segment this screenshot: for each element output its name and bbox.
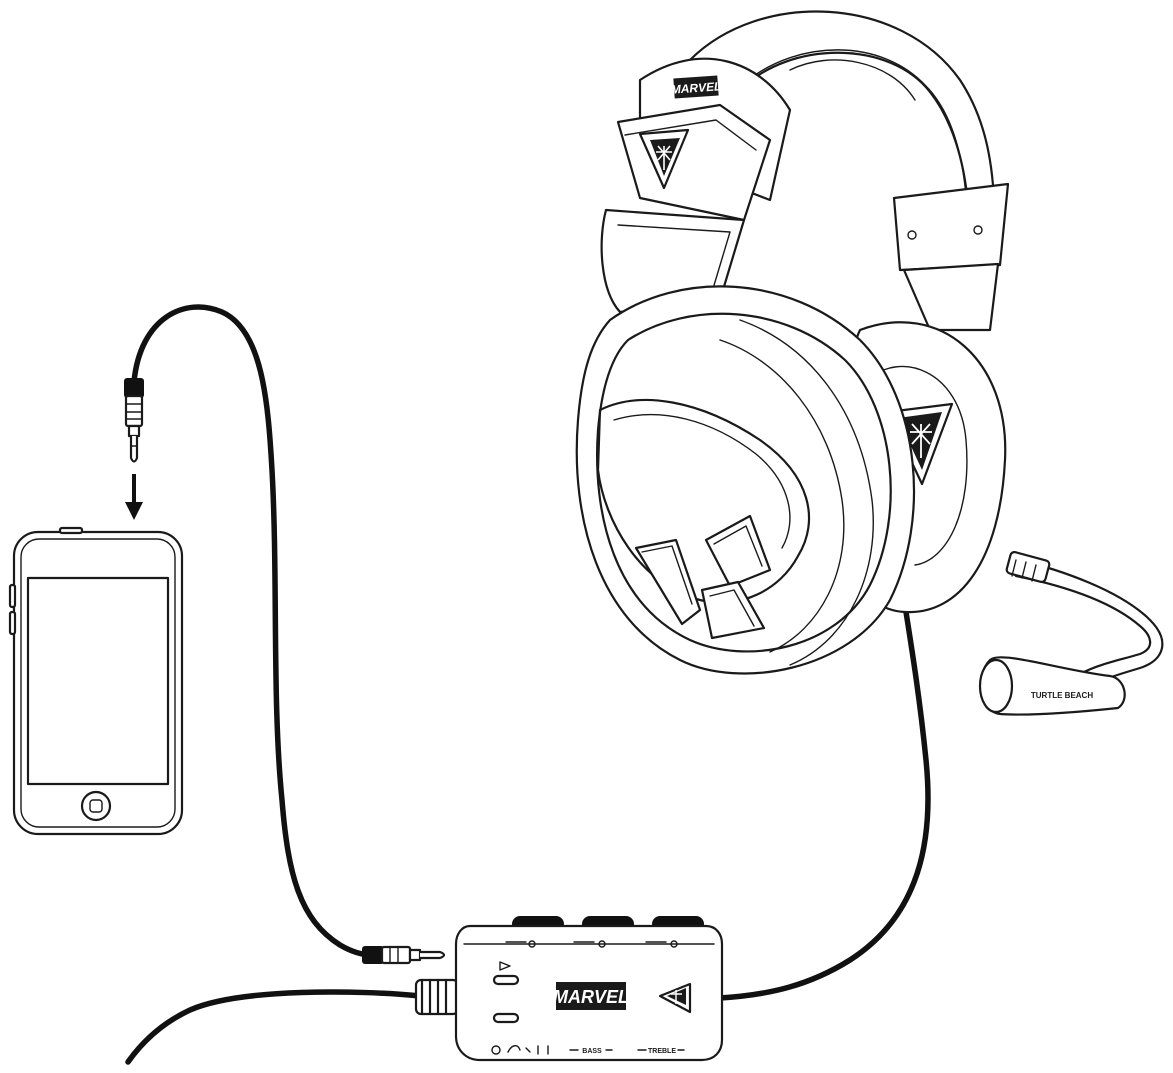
console-cable	[125, 989, 423, 1065]
mic-label: TURTLE BEACH	[1031, 691, 1093, 700]
headband-logo-text: MARVEL	[670, 79, 722, 97]
turtle-beach-icon	[638, 128, 690, 190]
music-player-device	[8, 526, 184, 836]
arrow-down-icon	[125, 474, 143, 520]
headband-logo: MARVEL	[670, 75, 722, 99]
microphone-tip: TURTLE BEACH	[978, 656, 1126, 716]
headset: MARVEL	[575, 10, 1164, 716]
player-cable	[131, 304, 375, 958]
audio-plug-amp	[362, 945, 446, 965]
console-connector	[414, 978, 460, 1016]
turtle-beach-icon	[658, 982, 692, 1014]
audio-plug-top	[124, 378, 144, 463]
treble-label: TREBLE	[648, 1048, 676, 1055]
player-screen	[26, 576, 170, 786]
inline-amplifier: MARVEL BASS TREBLE	[454, 916, 724, 1062]
bass-label: BASS	[582, 1048, 602, 1055]
amplifier-logo-text: MARVEL	[553, 987, 629, 1007]
amplifier-logo: MARVEL	[553, 982, 629, 1010]
home-button-icon	[80, 790, 112, 822]
headset-cable	[717, 609, 931, 1001]
